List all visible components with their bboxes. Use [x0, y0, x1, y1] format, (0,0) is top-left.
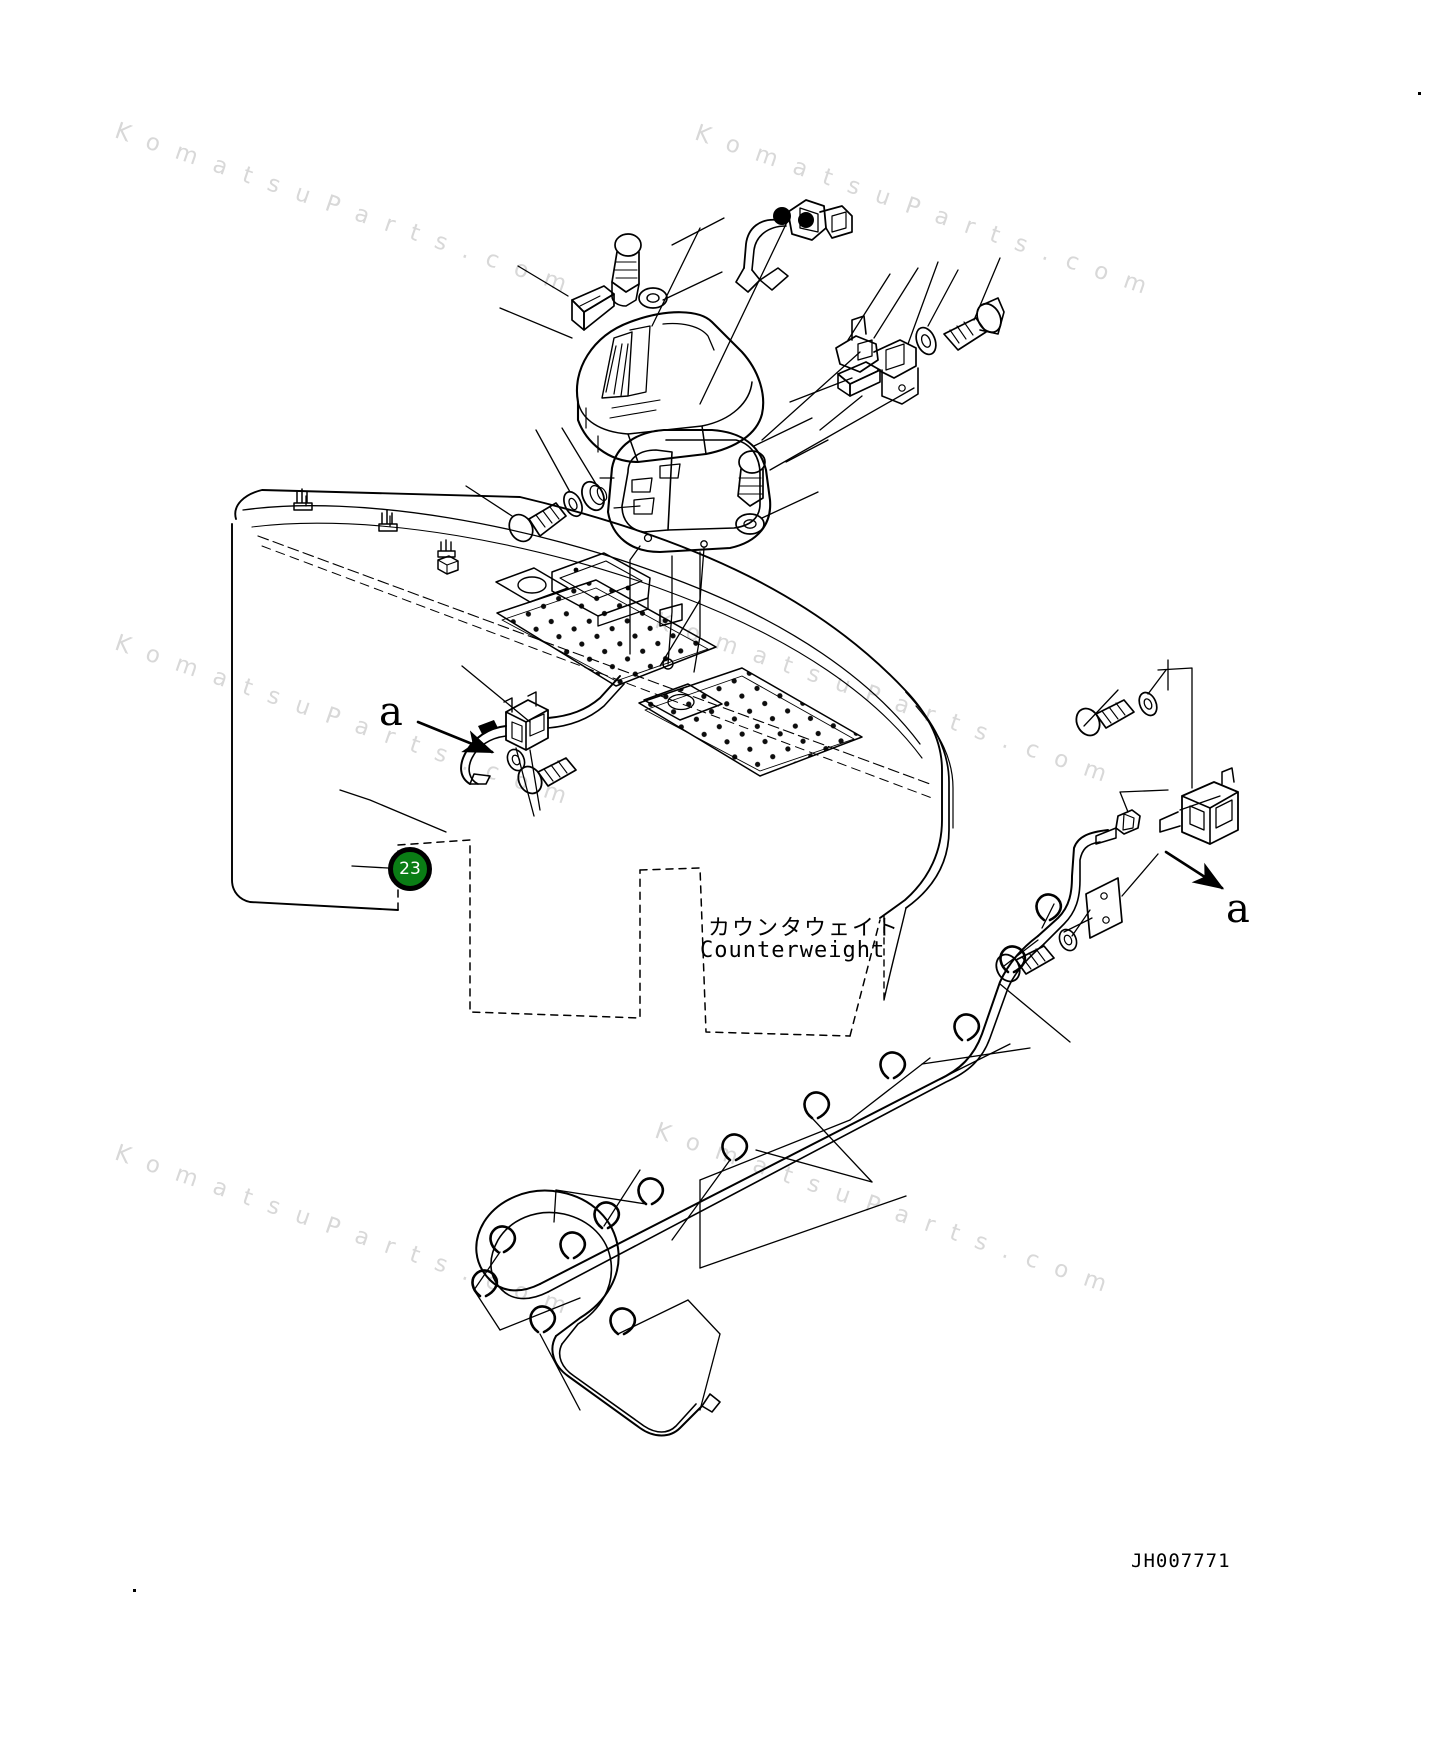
drawing-number: JH007771 [1131, 1550, 1231, 1572]
mounting-plate-spacer [571, 285, 615, 331]
flat-washer [735, 513, 765, 535]
item-number-badge[interactable]: 23 [388, 847, 432, 891]
bolt-small [1095, 827, 1117, 845]
section-marker-a-left: a [379, 689, 403, 735]
harness-bolt-left [517, 757, 577, 795]
hex-head-bolt [943, 297, 1005, 351]
harness-retaining-clips [293, 488, 456, 558]
hex-head-bolt [1075, 699, 1135, 737]
counterweight-label-jp: カウンタウェイト [708, 916, 901, 941]
harness-bracket-plate [1085, 877, 1123, 939]
counterweight-label-en: Counterweight [700, 938, 886, 963]
hex-head-bolt [508, 502, 567, 543]
section-marker-a-right: a [1226, 886, 1250, 932]
harness-mount-bolt [995, 945, 1055, 983]
leader-lines [305, 217, 1221, 1411]
electrical-connector [773, 199, 853, 241]
flat-washer [915, 326, 937, 356]
bracket-clamp-assembly [835, 315, 919, 405]
harness-clamp [471, 893, 1063, 1336]
washer-left [506, 748, 526, 772]
flat-washer [1138, 691, 1158, 717]
registration-marks [133, 92, 1421, 1592]
hex-head-bolt [737, 450, 766, 507]
relay-terminal [1115, 809, 1141, 835]
deck-nut [437, 555, 459, 575]
rubber-grommet [581, 480, 608, 512]
section-arrow-right [1164, 850, 1225, 890]
anti-slip-tread-plates [496, 579, 863, 777]
assembly-drop-lines [659, 551, 701, 673]
harness-mount-washer [1058, 928, 1078, 952]
harness-clamp-assembly-left [503, 691, 549, 751]
relay-switch-box [1159, 767, 1239, 845]
hex-head-bolt [611, 233, 642, 307]
section-arrow-left [416, 720, 495, 754]
deck-mount-pads [495, 552, 723, 721]
connector-cable [735, 218, 789, 293]
flat-washer [563, 490, 583, 518]
